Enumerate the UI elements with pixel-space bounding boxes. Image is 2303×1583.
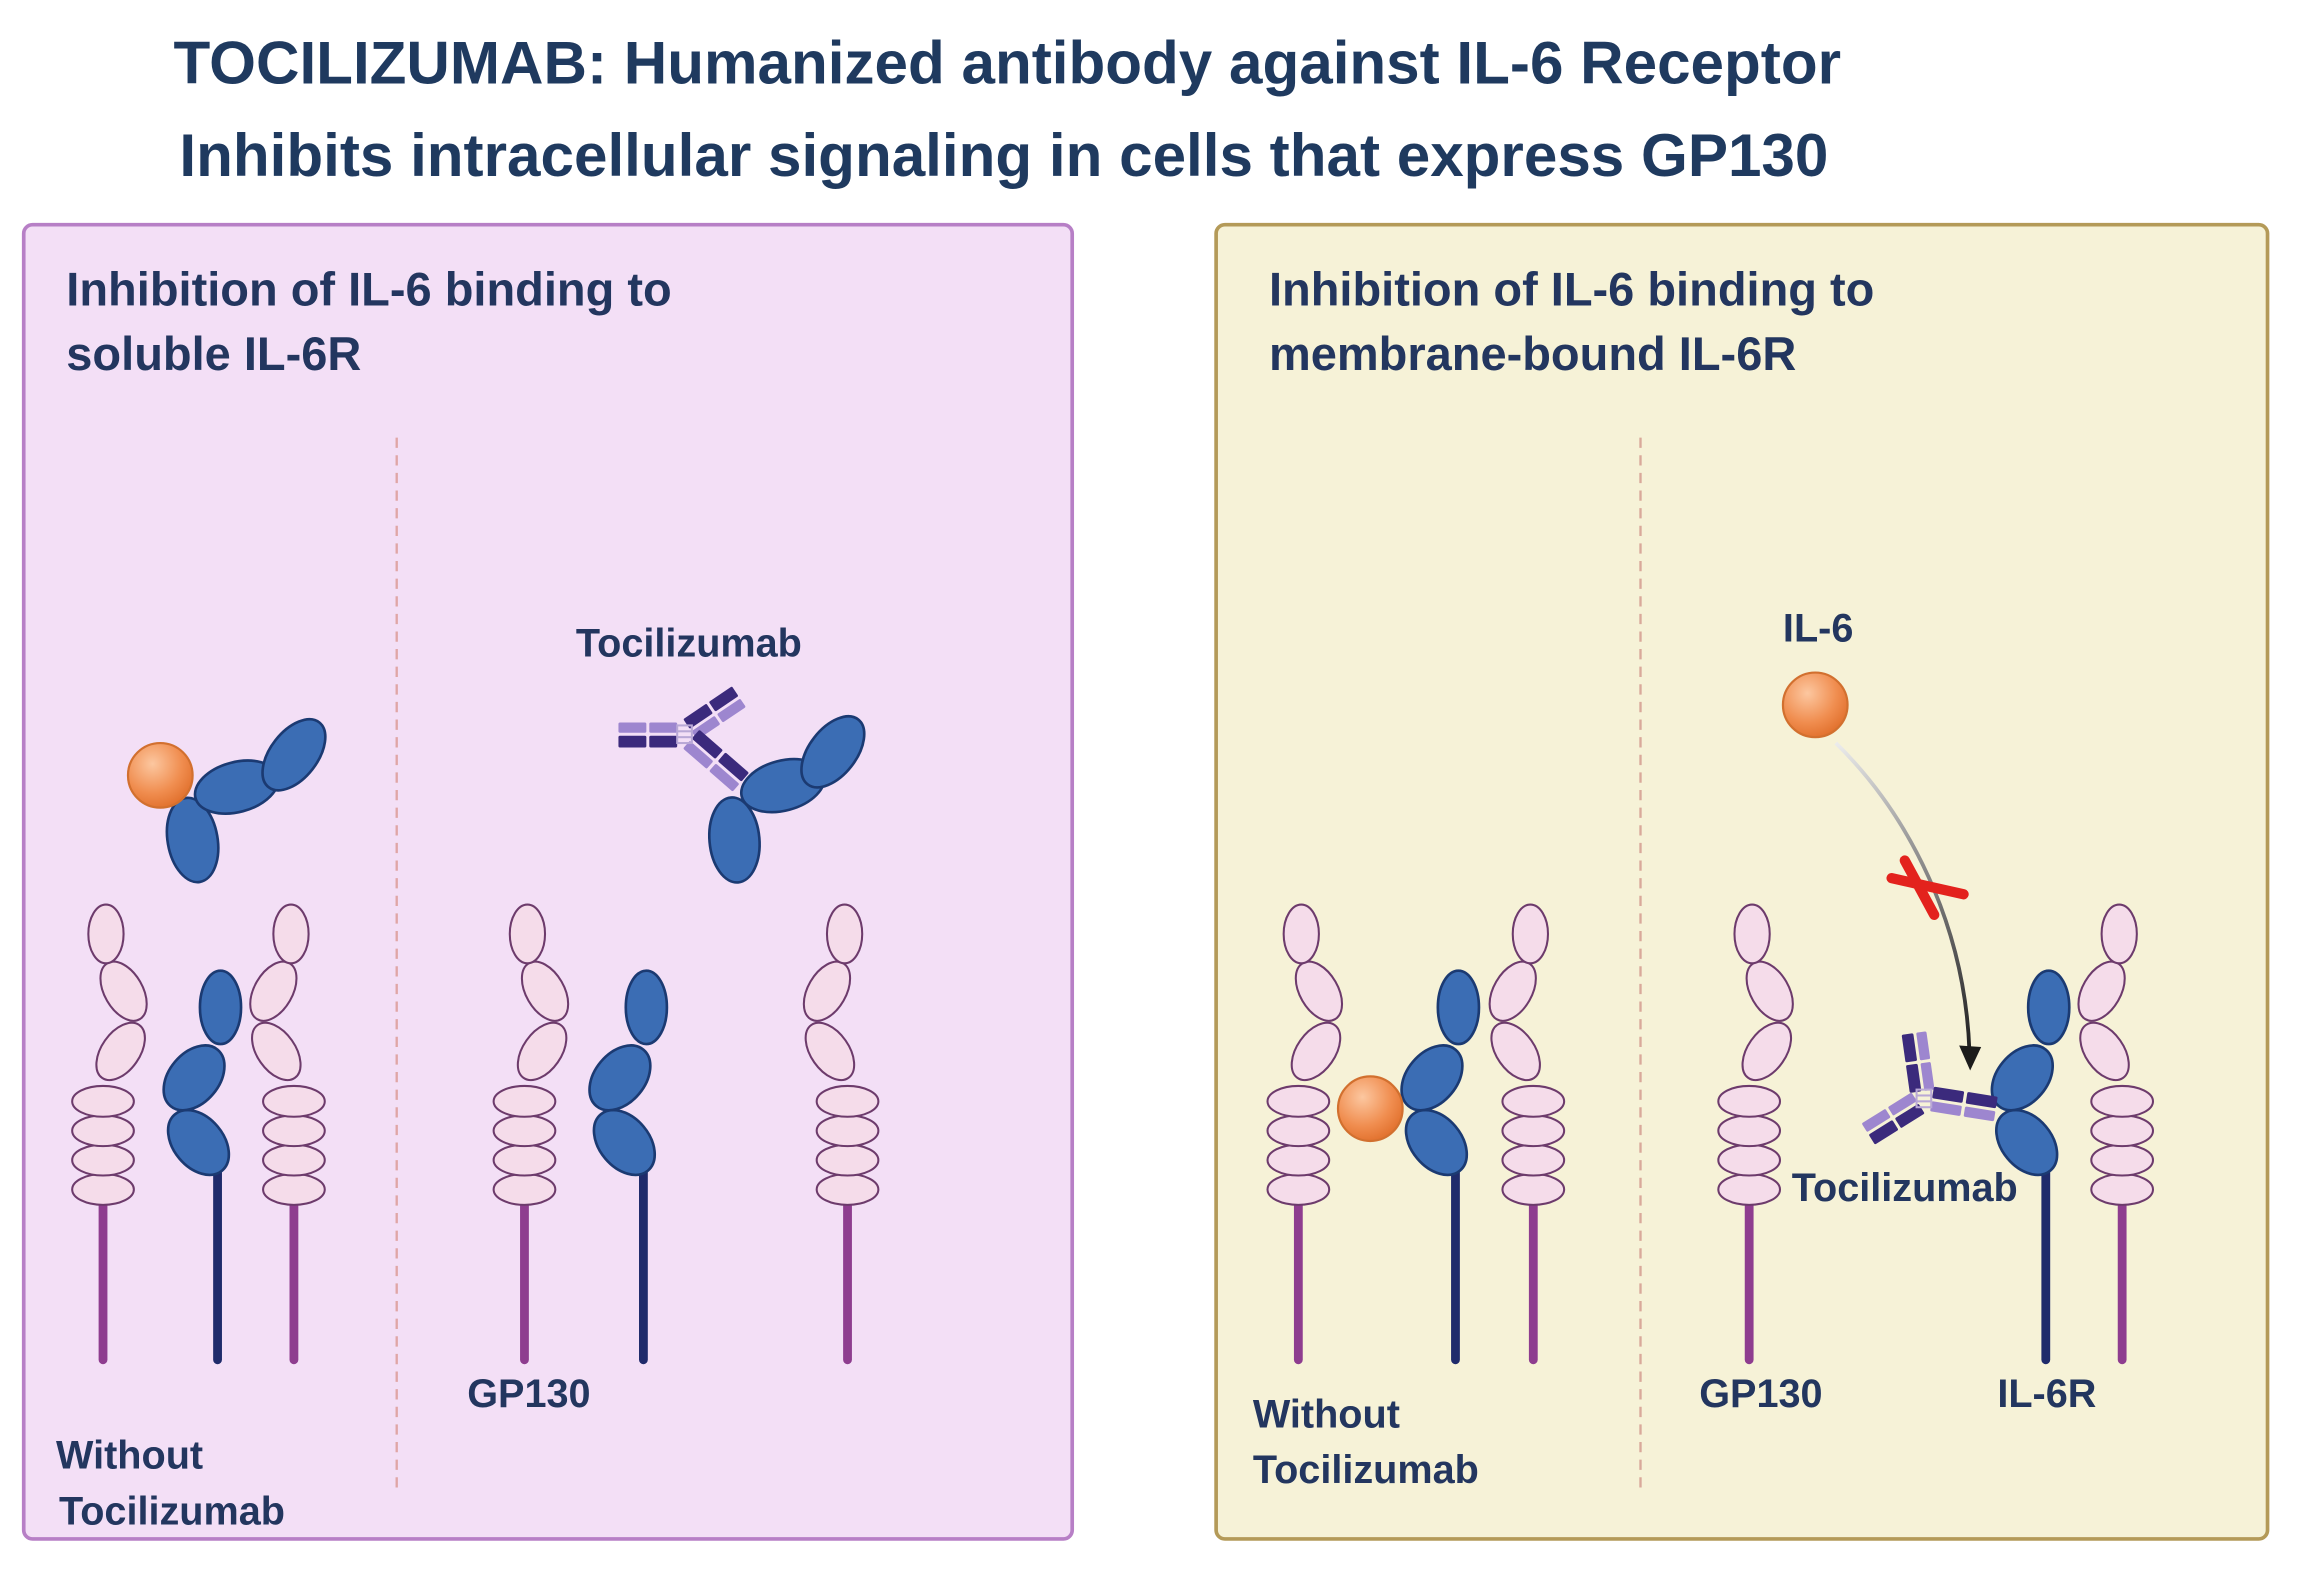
soluble-il6r-il6-complex <box>126 717 327 884</box>
panel-heading-line-1: Inhibition of IL-6 binding to <box>1269 262 1874 315</box>
il6r-label: IL-6R <box>1997 1372 2096 1416</box>
panel-background <box>21 222 1075 1541</box>
il6r-domain <box>707 796 761 884</box>
soluble-il6r <box>707 715 866 884</box>
il6-cytokine <box>126 741 194 809</box>
il6r-domain <box>261 717 327 792</box>
panel-heading-line-2: membrane-bound IL-6R <box>1269 327 1796 380</box>
tocilizumab-label: Tocilizumab <box>576 621 802 665</box>
panel-membrane-bound-il6r: Inhibition of IL-6 binding to membrane-b… <box>1214 222 2270 1541</box>
without-tocilizumab-label-line-2: Tocilizumab <box>59 1489 285 1533</box>
il6r-domain <box>800 715 866 789</box>
blocked-binding-arrow <box>1834 741 1982 1071</box>
title-line-2: Inhibits intracellular signaling in cell… <box>179 122 1828 189</box>
scene-without-tocilizumab: Without Tocilizumab <box>56 717 338 1533</box>
panel-heading-line-2: soluble IL-6R <box>66 327 361 380</box>
scene-without-tocilizumab: Without Tocilizumab <box>1253 905 1564 1492</box>
panel-heading-line-1: Inhibition of IL-6 binding to <box>66 262 671 315</box>
without-tocilizumab-label-line-2: Tocilizumab <box>1253 1448 1479 1492</box>
arrow-path <box>1834 741 1972 1052</box>
scene-with-tocilizumab: IL-6 Tocilizumab GP130 IL-6R <box>1699 607 2153 1416</box>
gp130-label: GP130 <box>467 1372 590 1416</box>
gp130-label: GP130 <box>1699 1372 1822 1416</box>
block-x-icon <box>1886 855 1969 920</box>
tocilizumab-label: Tocilizumab <box>1792 1166 2018 1210</box>
il6r-domain <box>165 796 220 884</box>
panel-soluble-il6r: Inhibition of IL-6 binding to soluble IL… <box>21 222 1075 1541</box>
panel-background <box>1214 222 2270 1541</box>
il6-label: IL-6 <box>1783 607 1853 651</box>
scene-with-tocilizumab: Tocilizumab GP130 <box>467 621 878 1416</box>
il6-cytokine-bound <box>1336 1075 1404 1143</box>
title-line-1: TOCILIZUMAB: Humanized antibody against … <box>174 30 1842 97</box>
without-tocilizumab-label-line-1: Without <box>1253 1392 1400 1436</box>
soluble-il6r <box>165 717 327 884</box>
il6-cytokine-free <box>1781 671 1849 739</box>
without-tocilizumab-label-line-1: Without <box>56 1433 203 1477</box>
arrow-head <box>1959 1045 1982 1071</box>
